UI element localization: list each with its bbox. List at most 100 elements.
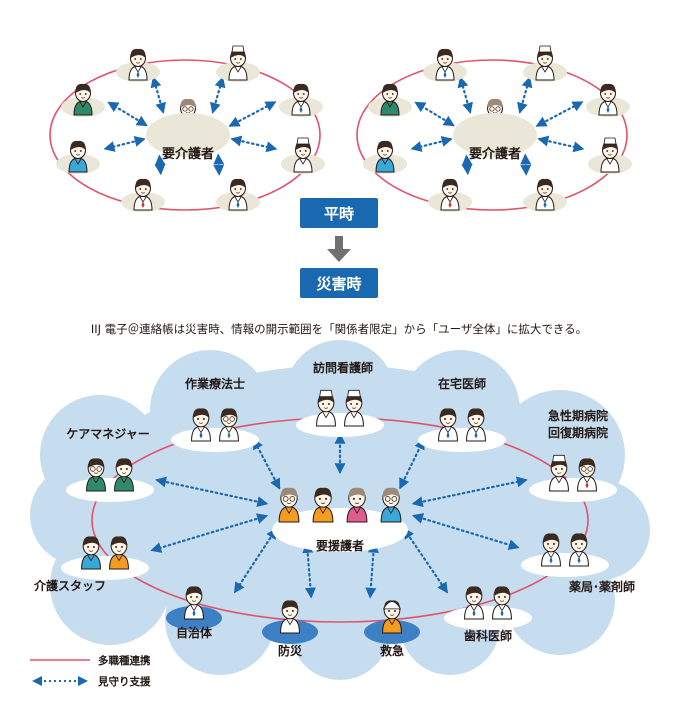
bottom-support-arrow-9 [365,541,379,599]
top-right-support-arrow-6 [461,154,473,176]
label-pharmacy: 薬局･薬剤師 [569,579,635,594]
bottom-person-icon-5-0 [81,536,101,570]
top-left-support-arrow-7 [213,153,225,176]
top-right-support-arrow-7 [520,153,532,176]
bottom-pad-1 [296,413,384,437]
bottom-center-person-icon-2 [346,487,368,523]
top-right-person-icon-5 [600,137,620,173]
bottom-center-person-icon-3 [380,487,402,523]
bottom-pad-5 [61,556,149,580]
bottom-pad-2 [418,428,506,452]
label-dentist: 歯科医師 [464,628,512,643]
label-care-manager: ケアマネジャー [66,427,149,441]
top-right-support-arrow-2 [414,101,455,127]
bottom-person-icon-6-0 [541,533,561,567]
bottom-person-icon-3-1 [577,458,597,492]
bottom-person-icon-2-1 [466,408,486,442]
bottom-center-pad [272,508,408,552]
label-visiting-nurse: 訪問看護師 [313,360,373,375]
top-left-person-icon-4 [68,140,88,173]
people-layer [56,45,632,644]
bottom-support-arrow-10 [403,527,448,594]
top-right-support-arrow-0 [457,76,473,114]
label-home-doctor: 在宅医師 [438,376,486,391]
top-left-person-icon-1 [228,45,248,81]
top-left-person-icon-2 [73,83,93,116]
top-right-person-icon-2 [380,83,400,116]
bottom-support-arrow-5 [150,513,269,553]
bottom-pad-10 [444,606,532,630]
support-arrows [103,76,585,599]
bottom-center-label: 要援護者 [316,538,364,553]
label-acute-hospital-2: 回復期病院 [548,425,608,440]
bottom-support-arrow-0 [252,438,281,490]
top-right-person-icon-6 [440,178,460,211]
bottom-person-icon-9-0 [382,600,402,634]
top-right-network-ring [356,59,628,211]
top-left-network-ring [49,59,321,211]
top-left-support-arrow-4 [103,136,146,152]
top-left-support-arrow-0 [150,76,166,114]
top-right-center-label: 要介護者 [469,146,521,162]
top-left-person-icon-0 [128,48,148,81]
top-right-person-icon-0 [435,48,455,81]
bottom-support-arrow-7 [233,527,277,594]
top-right-person-icon-3 [598,83,618,116]
bottom-person-icon-4-1 [114,458,134,492]
top-right-person-icon-1 [535,45,555,81]
bottom-person-icon-5-1 [109,536,129,570]
bottom-person-icon-10-1 [492,586,512,620]
bottom-person-icon-0-0 [191,408,211,442]
caption-text: IIJ 電子＠連絡帳は災害時、情報の開示範囲を「関係者限定」から「ユーザ全体」に… [91,322,587,336]
top-left-center-label: 要介護者 [162,146,214,162]
label-occupational-therapist: 作業療法士 [185,376,245,391]
legend-red-line-label: 多職種連携 [98,654,151,667]
bottom-person-icon-2-0 [438,408,458,442]
top-left-support-arrow-1 [210,76,226,114]
bottom-person-icon-10-0 [464,586,484,620]
legend: 多職種連携 見守り支援 [30,654,151,688]
legend-dotted-label: 見守り支援 [97,675,151,688]
label-emergency: 救急 [380,643,404,658]
top-right-person-icon-4 [375,140,395,173]
top-right-support-arrow-1 [517,76,533,114]
bottom-support-arrow-4 [155,476,269,508]
normal-time-badge-label: 平時 [324,205,354,223]
top-right-support-arrow-4 [410,136,453,152]
top-right-support-arrow-5 [537,135,585,153]
bottom-support-arrow-3 [411,476,528,508]
down-arrow-icon [327,236,351,262]
bottom-pad-3 [529,478,617,502]
top-right-center-pad [453,113,537,157]
disaster-time-badge-label: 災害時 [316,275,361,293]
top-right-person-icon-7 [535,178,555,211]
top-left-person-icon-3 [291,83,311,116]
top-left-person-icon-5 [293,137,313,173]
top-left-support-arrow-2 [107,101,148,127]
top-left-support-arrow-3 [228,101,277,127]
bottom-person-icon-7-0 [184,586,204,620]
label-municipality: 自治体 [176,625,213,640]
bottom-center-person-icon-1 [312,487,334,523]
bottom-person-icon-0-1 [219,408,239,442]
label-acute-hospital-1: 急性期病院 [548,408,608,423]
normal-time-badge: 平時 [300,198,378,228]
bottom-support-arrow-6 [412,513,520,551]
top-left-support-arrow-6 [154,154,166,176]
top-right-support-arrow-3 [535,101,584,127]
bottom-person-icon-3-0 [549,454,569,492]
top-left-person-icon-6 [133,178,153,211]
bottom-pad-0 [171,428,259,452]
bottom-person-icon-4-0 [86,458,106,492]
disaster-time-badge: 災害時 [300,268,378,298]
bottom-person-icon-1-0 [316,389,336,427]
bottom-center-person-icon-0 [278,487,300,523]
top-left-person-icon-7 [228,178,248,211]
bottom-person-icon-1-1 [344,389,364,427]
bottom-pad-4 [66,478,154,502]
bottom-support-arrow-8 [302,541,316,599]
bottom-pad-6 [521,553,609,577]
bottom-person-icon-6-1 [569,533,589,567]
label-disaster-prevention: 防災 [278,643,303,658]
